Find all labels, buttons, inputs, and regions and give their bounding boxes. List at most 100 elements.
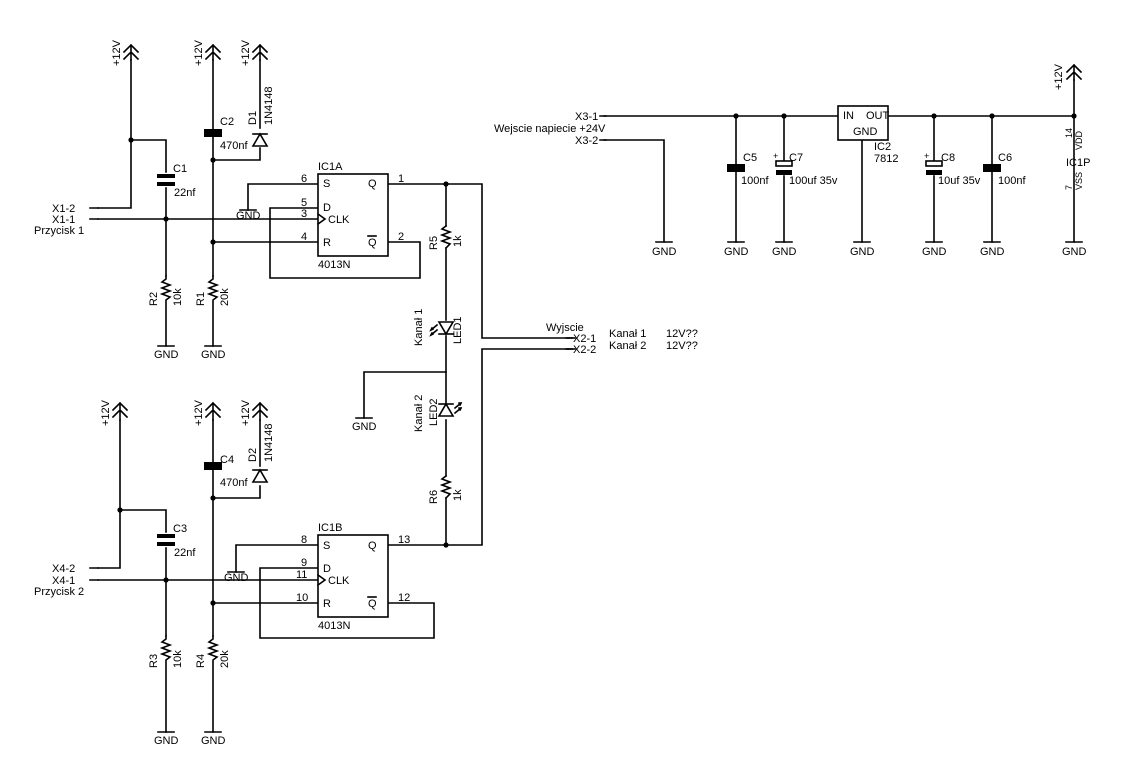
svg-text:Przycisk 1: Przycisk 1 — [34, 225, 84, 237]
capacitor-c5: C5 100nf — [727, 152, 769, 187]
svg-text:100uf 35v: 100uf 35v — [789, 175, 838, 187]
svg-text:9: 9 — [301, 557, 307, 569]
svg-text:1: 1 — [398, 173, 404, 185]
capacitor-c7: + C7 100uf 35v — [773, 151, 838, 187]
junction — [210, 495, 216, 501]
ic1a-flipflop: IC1A S D CLK R Q Q 6 5 3 4 1 2 4013N — [301, 161, 404, 271]
junction — [128, 137, 134, 143]
svg-text:470nf: 470nf — [220, 477, 248, 489]
svg-text:GND: GND — [201, 349, 226, 361]
svg-text:C5: C5 — [743, 152, 757, 164]
svg-text:4013N: 4013N — [318, 259, 350, 271]
svg-text:R3: R3 — [148, 654, 160, 668]
junction — [989, 113, 995, 119]
svg-text:Kanał 1: Kanał 1 — [609, 328, 646, 340]
svg-text:Przycisk 2: Przycisk 2 — [34, 586, 84, 598]
svg-text:7: 7 — [1064, 185, 1074, 190]
junction — [210, 600, 216, 606]
svg-text:Q: Q — [368, 237, 377, 249]
svg-text:X2-2: X2-2 — [573, 344, 596, 356]
svg-text:10k: 10k — [172, 650, 184, 668]
connector-x3: X3-1 Wejscie napiecie +24V X3-2 — [494, 111, 607, 147]
vcc-symbol: +12V — [111, 39, 140, 66]
svg-text:10uf 35v: 10uf 35v — [938, 175, 981, 187]
junction — [117, 507, 123, 513]
svg-text:Kanał 1: Kanał 1 — [413, 309, 425, 346]
junction — [163, 216, 169, 222]
svg-text:+12V: +12V — [111, 39, 123, 66]
svg-text:GND: GND — [853, 126, 878, 138]
svg-text:X2-1: X2-1 — [573, 333, 596, 345]
svg-text:X3-2: X3-2 — [575, 135, 598, 147]
diodes: D1 1N4148 D2 1N4148 — [247, 86, 275, 483]
svg-text:OUT: OUT — [866, 110, 890, 122]
capacitor-c6: C6 100nf — [983, 152, 1026, 187]
svg-text:100nf: 100nf — [741, 175, 769, 187]
svg-text:LED2: LED2 — [428, 398, 440, 426]
svg-text:12: 12 — [398, 592, 410, 604]
resistor-r5: R5 1k — [428, 224, 464, 250]
gnd-symbol: GND — [724, 241, 749, 258]
svg-text:3: 3 — [301, 208, 307, 220]
svg-text:R: R — [323, 598, 331, 610]
svg-text:12V??: 12V?? — [666, 340, 698, 352]
svg-text:1N4148: 1N4148 — [263, 86, 275, 125]
connector-x4: X4-2 X4-1 Przycisk 2 — [34, 563, 99, 598]
gnd-symbol: GND — [236, 209, 261, 222]
svg-text:C8: C8 — [941, 152, 955, 164]
ground-symbols: GND GND GND GND GND GND GND GND GND GND … — [154, 209, 1087, 747]
svg-text:GND: GND — [154, 349, 179, 361]
gnd-symbol: GND — [154, 731, 179, 747]
connectors: X1-2 X1-1 Przycisk 1 X4-2 X4-1 Przycisk … — [34, 111, 698, 598]
resistor-r6: R6 1k — [428, 474, 464, 504]
capacitor-c1: C1 22nf — [157, 163, 196, 199]
resistor-r3: R3 10k — [148, 635, 184, 733]
svg-text:Kanał 2: Kanał 2 — [413, 395, 425, 432]
vcc-symbol: +12V — [240, 39, 269, 66]
junction — [931, 113, 937, 119]
resistor-r4: R4 20k — [195, 635, 231, 733]
svg-text:GND: GND — [724, 246, 749, 258]
supply-symbols: +12V +12V +12V +12V +12V +12V +12V — [100, 39, 1083, 426]
svg-text:+12V: +12V — [193, 39, 205, 66]
svg-text:IC1A: IC1A — [318, 161, 343, 173]
junction — [210, 157, 216, 163]
svg-text:7812: 7812 — [874, 153, 898, 165]
svg-text:R: R — [323, 237, 331, 249]
svg-text:20k: 20k — [219, 650, 231, 668]
svg-text:C6: C6 — [998, 152, 1012, 164]
connector-x2: Wyjscie X2-1 X2-2 Kanał 1 12V?? Kanał 2 … — [546, 322, 698, 356]
svg-text:470nf: 470nf — [220, 140, 248, 152]
svg-text:13: 13 — [398, 534, 410, 546]
svg-text:R1: R1 — [195, 292, 207, 306]
svg-text:1k: 1k — [452, 489, 464, 501]
capacitor-c8: + C8 10uf 35v — [924, 151, 981, 187]
svg-text:Kanał 2: Kanał 2 — [609, 340, 646, 352]
gnd-symbol: GND — [224, 571, 249, 584]
svg-text:11: 11 — [296, 569, 307, 581]
svg-text:X4-1: X4-1 — [52, 575, 75, 587]
svg-text:Wyjscie: Wyjscie — [546, 322, 584, 334]
diode-d2: D2 1N4148 — [247, 423, 275, 483]
svg-text:1N4148: 1N4148 — [263, 423, 275, 462]
svg-text:VDD: VDD — [1074, 130, 1084, 150]
vcc-symbol: +12V — [1053, 63, 1083, 90]
svg-text:+: + — [773, 151, 778, 161]
junction — [733, 113, 739, 119]
svg-text:X1-2: X1-2 — [52, 203, 75, 215]
svg-text:8: 8 — [301, 534, 307, 546]
svg-text:Q: Q — [368, 178, 377, 190]
capacitor-c3: C3 22nf — [157, 523, 196, 559]
svg-text:C3: C3 — [173, 523, 187, 535]
gnd-symbol: GND — [652, 241, 677, 258]
svg-text:C2: C2 — [220, 116, 234, 128]
svg-text:20k: 20k — [219, 288, 231, 306]
svg-text:GND: GND — [154, 735, 179, 747]
svg-text:22nf: 22nf — [174, 547, 196, 559]
svg-text:GND: GND — [201, 735, 226, 747]
svg-text:GND: GND — [922, 246, 947, 258]
gnd-symbol: GND — [154, 345, 179, 361]
svg-text:+12V: +12V — [240, 39, 252, 66]
svg-text:D2: D2 — [247, 448, 259, 462]
